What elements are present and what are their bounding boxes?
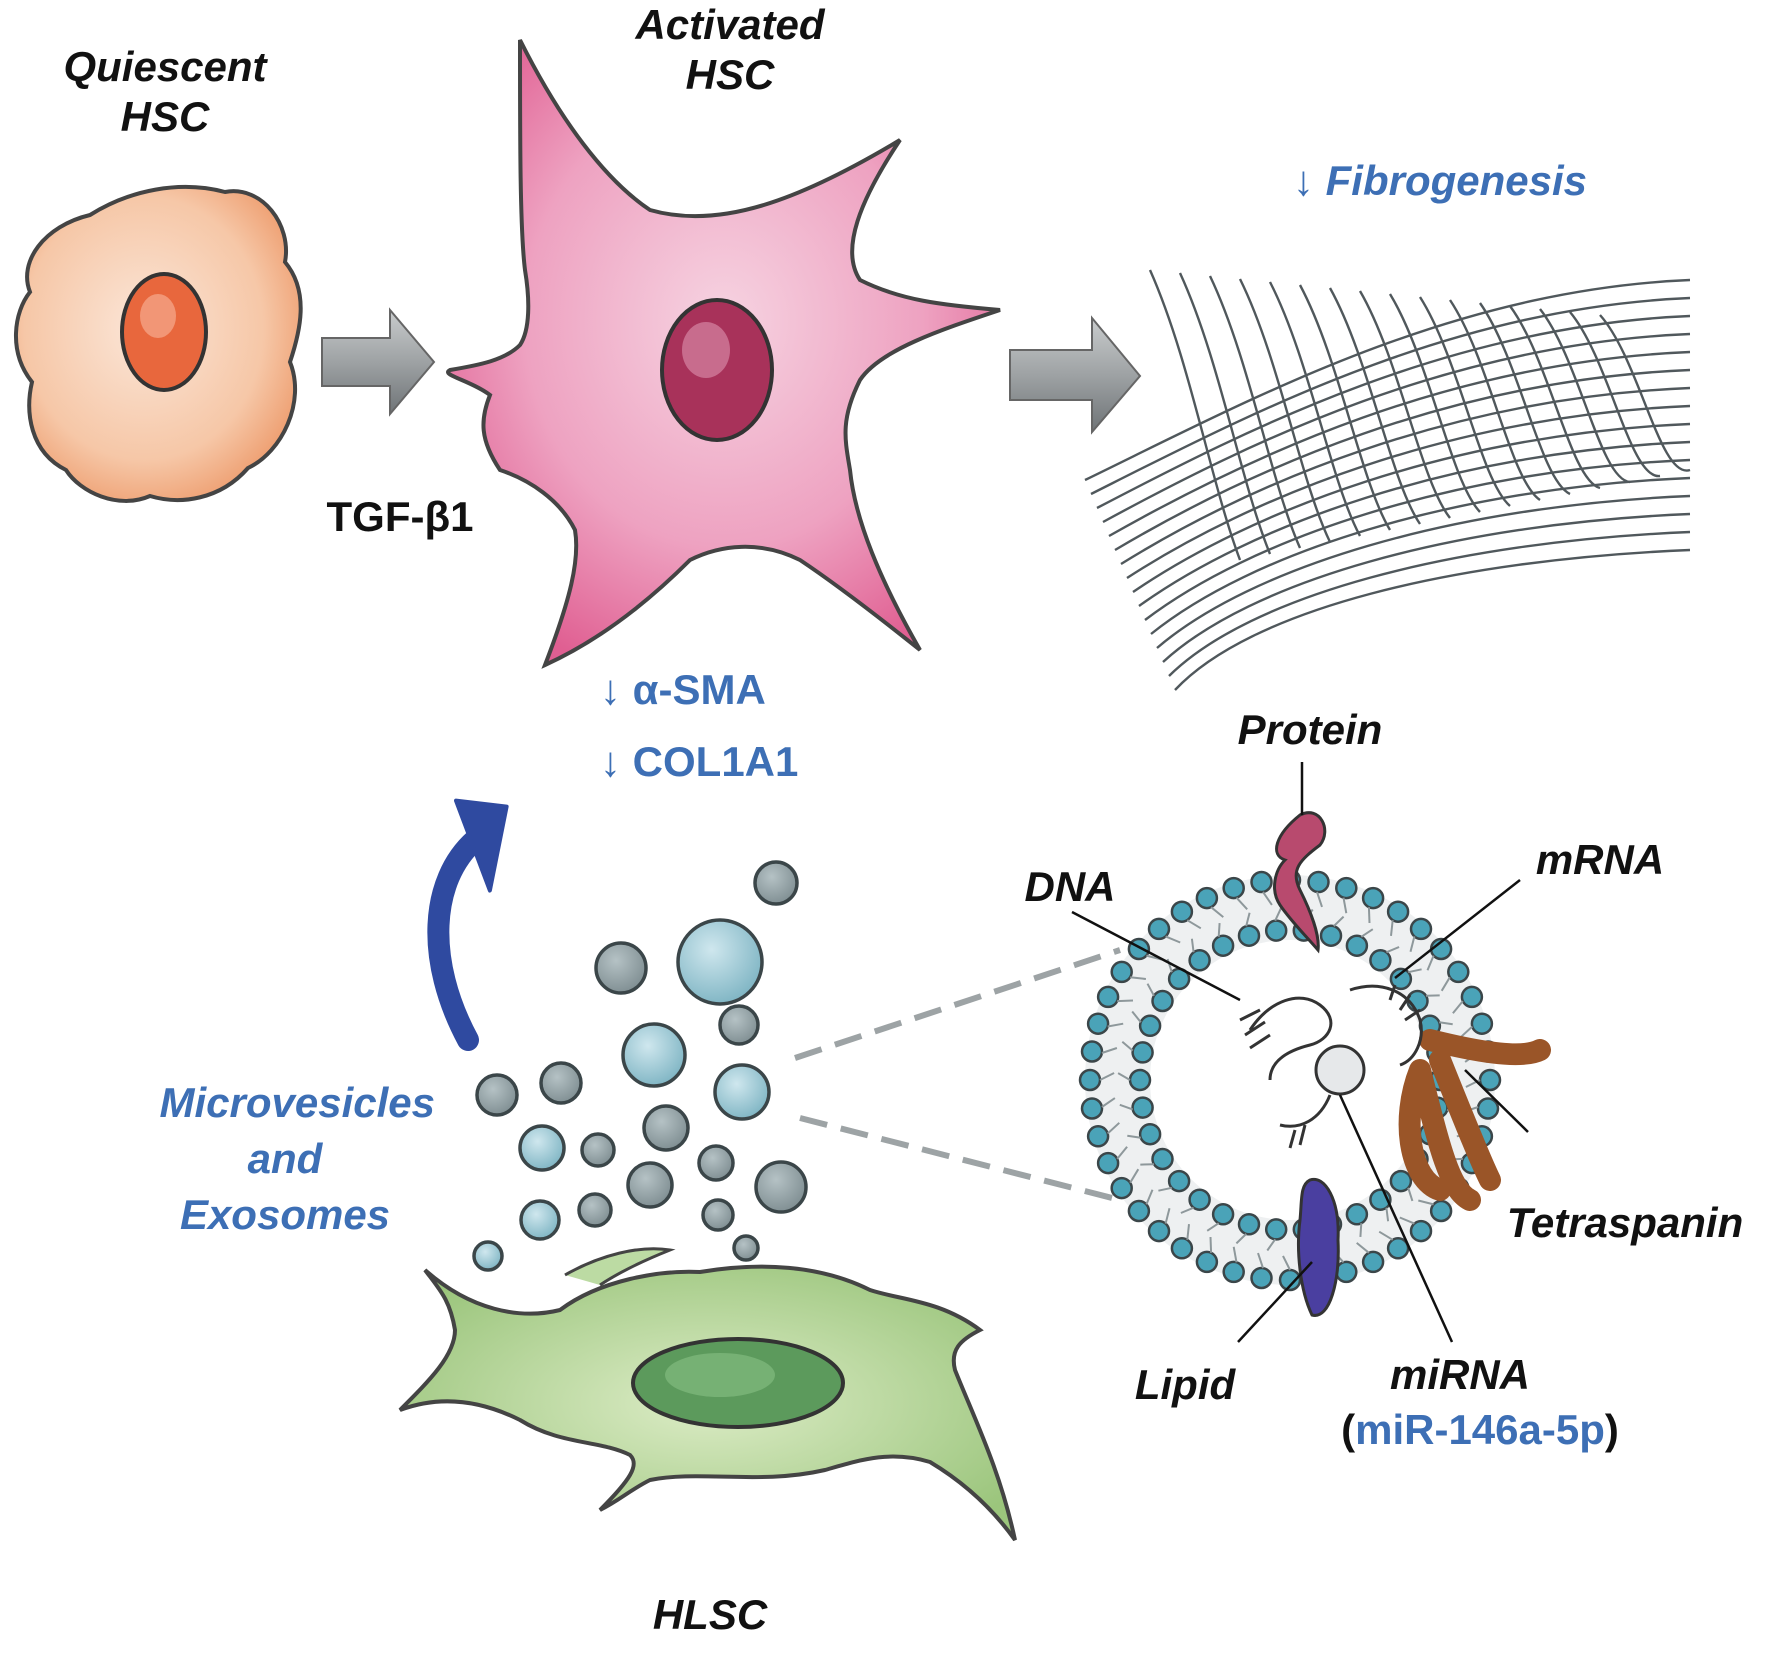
mirna-paren-open: ( — [1341, 1406, 1355, 1453]
col1a1-label: ↓ COL1A1 — [600, 737, 860, 787]
curved-arrow — [433, 791, 516, 1040]
collagen-fibers — [1085, 270, 1690, 690]
mirna-name: miR-146a-5p — [1355, 1406, 1605, 1453]
quiescent-line2: HSC — [30, 92, 300, 142]
vesicle — [474, 1242, 502, 1270]
activated-hsc-cell — [448, 40, 1000, 665]
mirna-name-label: (miR-146a-5p) — [1330, 1405, 1630, 1455]
hlsc-cell — [400, 1249, 1015, 1540]
dna-label: DNA — [990, 862, 1150, 912]
vesicle — [596, 943, 646, 993]
vesicle — [756, 1162, 806, 1212]
mv-line3: Exosomes — [115, 1187, 435, 1243]
tetraspanin-label: Tetraspanin — [1480, 1198, 1770, 1248]
vesicle — [582, 1134, 614, 1166]
tgf-beta1-label: TGF-β1 — [300, 492, 500, 542]
vesicle — [623, 1024, 685, 1086]
vesicle — [541, 1063, 581, 1103]
activation-arrow — [322, 310, 434, 414]
vesicle — [579, 1194, 611, 1226]
fibrogenesis-label: ↓ Fibrogenesis — [1250, 156, 1630, 206]
vesicle — [699, 1146, 733, 1180]
lipid-shape — [1299, 1179, 1339, 1315]
vesicle — [520, 1126, 564, 1170]
vesicle — [715, 1065, 769, 1119]
hlsc-label: HLSC — [600, 1590, 820, 1640]
mv-line2: and — [115, 1131, 435, 1187]
vesicle — [521, 1201, 559, 1239]
vesicle — [720, 1006, 758, 1044]
vesicle — [644, 1106, 688, 1150]
zoom-lines — [795, 950, 1120, 1200]
vesicle — [755, 862, 797, 904]
vesicle — [734, 1236, 758, 1260]
vesicle — [477, 1075, 517, 1115]
asma-label: ↓ α-SMA — [600, 665, 840, 715]
mirna-label: miRNA — [1360, 1350, 1560, 1400]
mrna-label: mRNA — [1500, 835, 1700, 885]
activated-hsc-label: Activated HSC — [600, 0, 860, 100]
lipid-label: Lipid — [1110, 1360, 1260, 1410]
protein-label: Protein — [1200, 705, 1420, 755]
vesicles-group — [474, 862, 806, 1270]
activated-line2: HSC — [600, 50, 860, 100]
vesicle — [628, 1163, 672, 1207]
vesicle — [703, 1200, 733, 1230]
mirna-paren-close: ) — [1605, 1406, 1619, 1453]
activated-line1: Activated — [600, 0, 860, 50]
quiescent-hsc-label: Quiescent HSC — [30, 42, 300, 142]
quiescent-hsc-cell — [16, 187, 301, 501]
vesicle — [678, 920, 762, 1004]
mv-line1: Microvesicles — [115, 1075, 435, 1131]
microvesicles-exosomes-label: Microvesicles and Exosomes — [115, 1075, 435, 1243]
quiescent-line1: Quiescent — [30, 42, 300, 92]
fibrogenesis-arrow — [1010, 318, 1140, 432]
